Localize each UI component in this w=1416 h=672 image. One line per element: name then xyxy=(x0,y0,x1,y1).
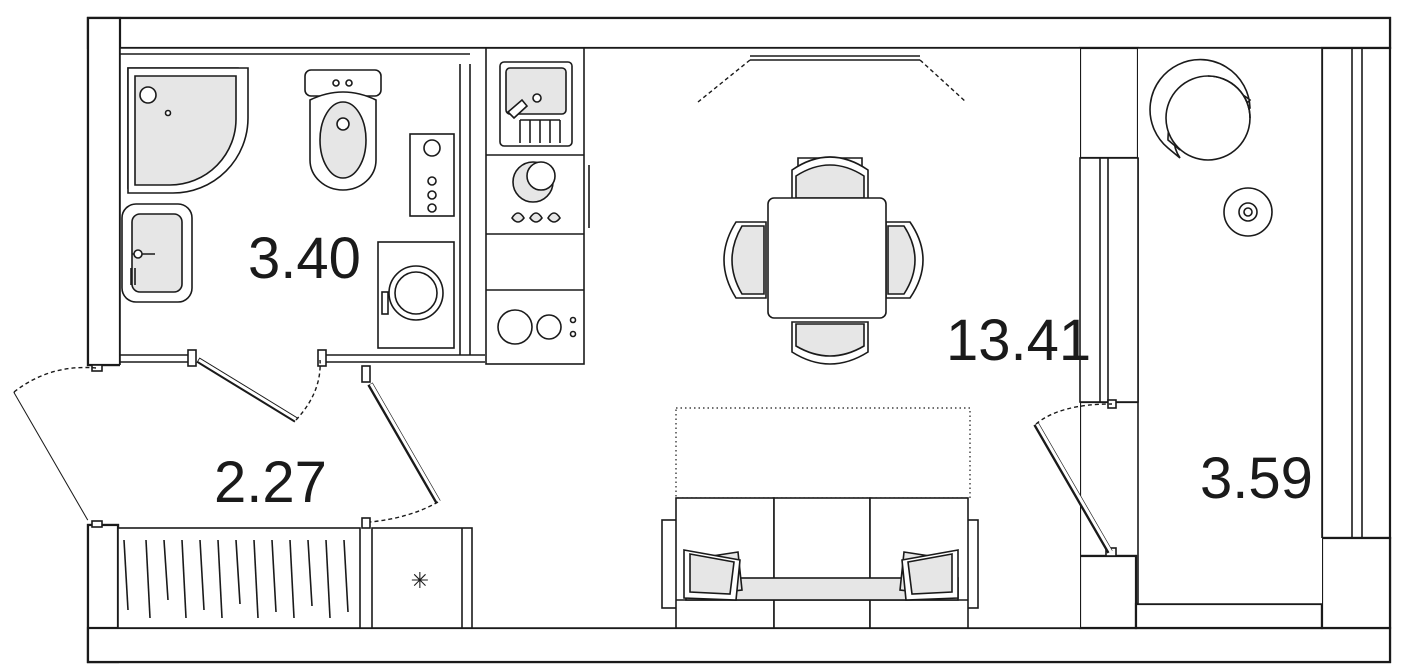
ventilation-shaft: ✳ xyxy=(371,527,473,629)
cooktop xyxy=(497,309,577,345)
bathroom-area-label: 3.40 xyxy=(248,226,361,291)
entrance-door[interactable] xyxy=(13,364,103,528)
partition-lower xyxy=(1078,554,1138,630)
bathroom-walls xyxy=(120,53,485,363)
wardrobe xyxy=(117,527,361,629)
water-heater xyxy=(409,133,455,217)
partition-window xyxy=(1079,157,1139,403)
living-area-label: 13.41 xyxy=(946,308,1091,373)
bottom-wall xyxy=(86,626,1392,664)
balcony-area-label: 3.59 xyxy=(1200,446,1313,511)
balcony-bottom-wall xyxy=(1134,602,1324,630)
balcony-right-wall xyxy=(1320,46,1392,540)
sofa xyxy=(661,407,979,629)
balcony-corner xyxy=(1320,536,1392,630)
toilet xyxy=(304,69,382,191)
bathroom-sink xyxy=(121,203,193,303)
balcony-window xyxy=(1351,48,1363,538)
balcony-door[interactable] xyxy=(1033,399,1117,557)
living-window xyxy=(697,55,967,103)
top-wall xyxy=(86,16,1392,50)
bathroom-door[interactable] xyxy=(187,349,327,423)
shower-tray xyxy=(127,67,249,194)
kitchen-sink xyxy=(499,61,573,147)
kettle-plant xyxy=(511,161,561,223)
hallway-area-label: 2.27 xyxy=(214,450,327,515)
left-wall-upper xyxy=(86,16,122,367)
washing-machine xyxy=(377,241,455,349)
hall-door[interactable] xyxy=(361,365,441,529)
ventilation-symbol: ✳ xyxy=(411,569,429,594)
armchair xyxy=(1149,58,1252,161)
partition-upper xyxy=(1078,46,1140,160)
side-table xyxy=(1223,187,1273,237)
dining-table xyxy=(723,156,924,365)
